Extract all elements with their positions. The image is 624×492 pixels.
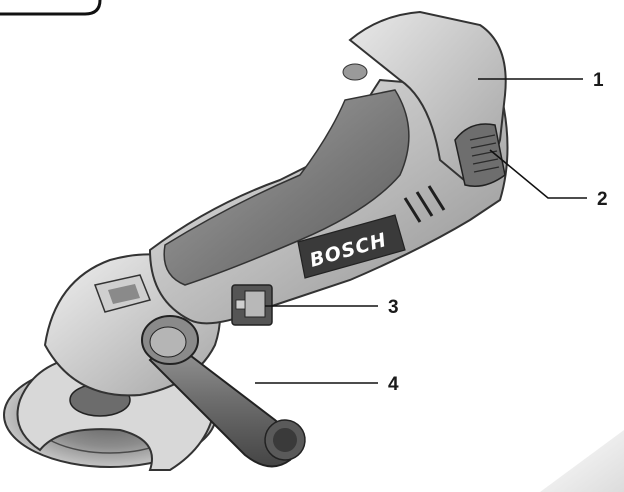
brand-plate	[297, 214, 406, 279]
soft-grip	[163, 89, 410, 286]
on-off-switch	[231, 284, 273, 326]
callout-number-1: 1	[593, 70, 604, 91]
motor-housing: BOSCH	[148, 78, 509, 325]
ventilation-slots	[403, 185, 446, 223]
callout-numbers: 1 2 3 4	[388, 70, 608, 395]
battery-pack	[342, 10, 507, 187]
battery-release-button	[454, 123, 506, 187]
frame-corner	[0, 0, 102, 16]
callout-number-3: 3	[388, 297, 399, 318]
auxiliary-handle	[141, 315, 306, 468]
callout-leaders	[255, 78, 587, 384]
callout-number-2: 2	[597, 189, 608, 210]
background-shade	[540, 430, 624, 492]
callout-number-4: 4	[388, 374, 399, 395]
leader-line-2	[489, 149, 587, 199]
